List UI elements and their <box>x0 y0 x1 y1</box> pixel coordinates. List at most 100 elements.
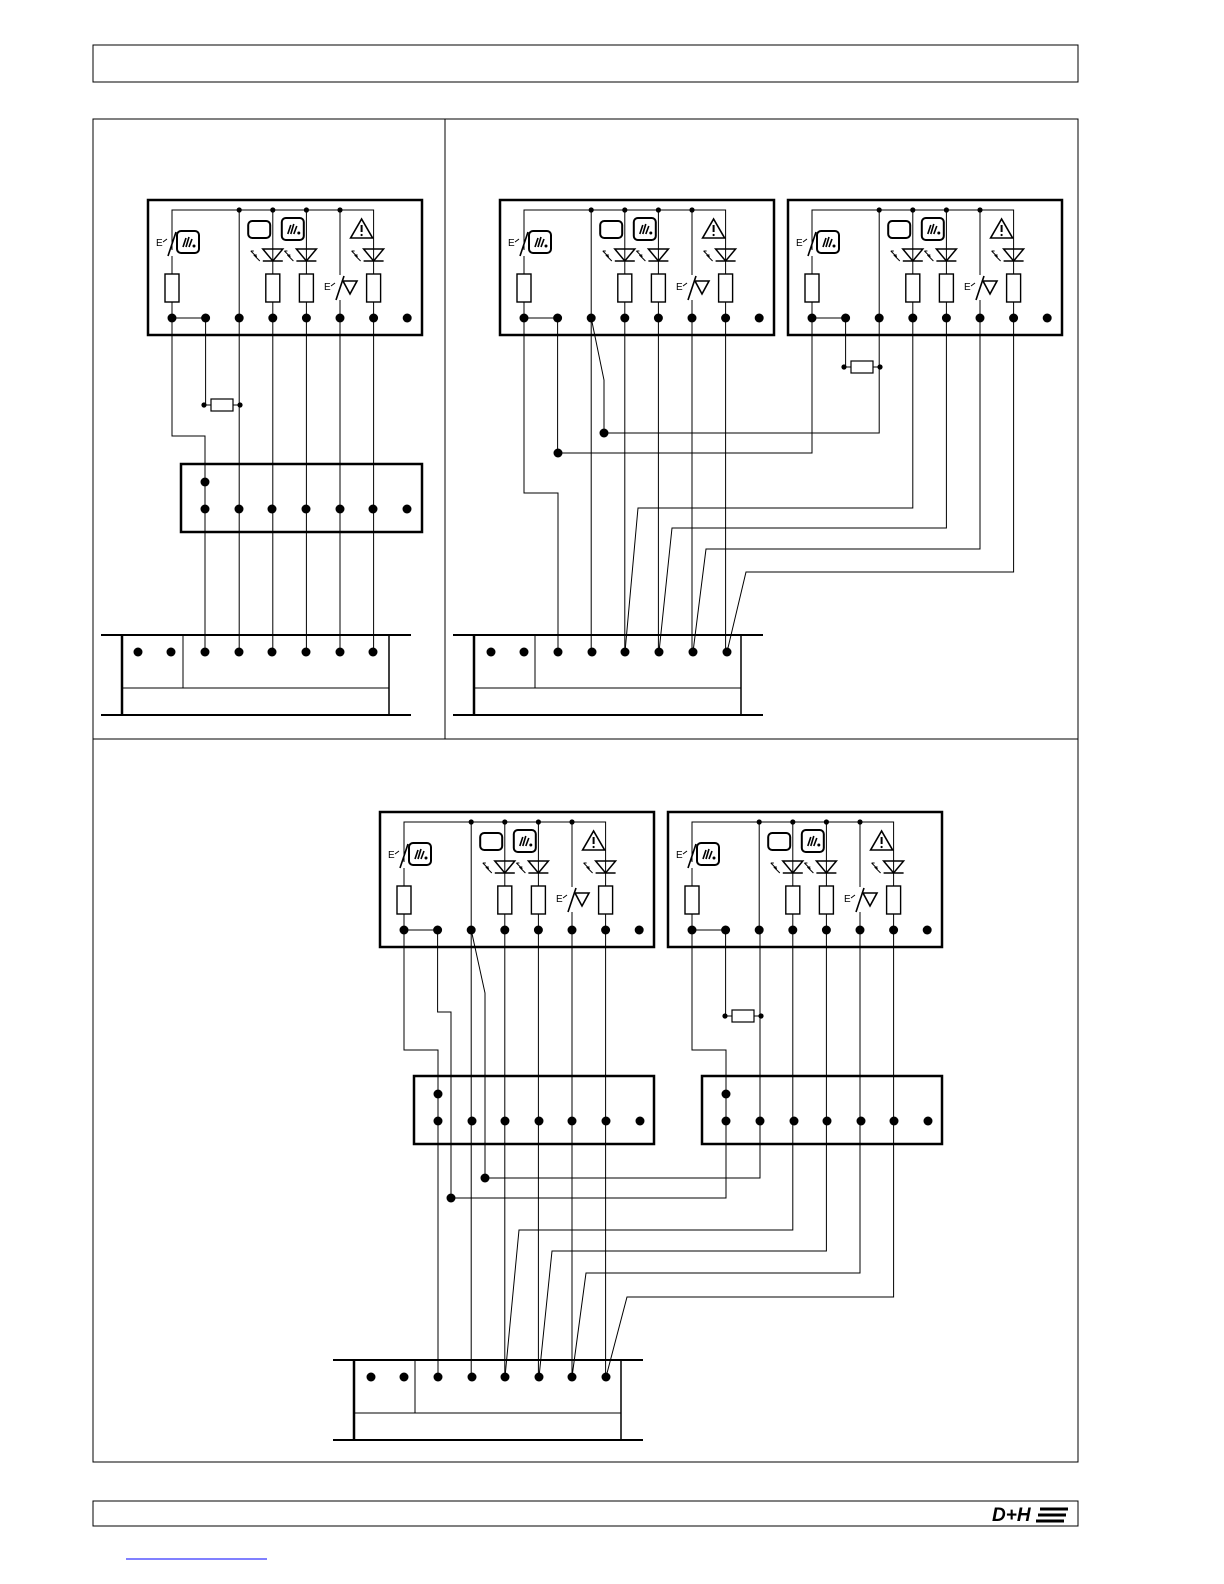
smoke-detector-icon <box>802 830 824 852</box>
wire <box>692 930 726 1095</box>
junction-dot <box>201 505 210 514</box>
button-unit <box>148 200 422 335</box>
junction-dot <box>201 648 210 657</box>
resistor-icon <box>805 274 819 302</box>
indicator-lamp-icon <box>600 221 622 238</box>
led-diode-icon <box>636 249 668 261</box>
switch-e-icon <box>676 844 696 868</box>
led-diode-icon <box>352 249 384 261</box>
junction-dot <box>302 314 311 323</box>
resistor-icon <box>906 274 920 302</box>
junction-dot <box>535 1373 544 1382</box>
led-diode-icon <box>704 249 736 261</box>
junction-dot <box>235 648 244 657</box>
junction-dot <box>601 926 610 935</box>
terminal-block <box>181 464 422 532</box>
junction-dot <box>568 926 577 935</box>
junction-dot <box>890 1117 899 1126</box>
unit-housing <box>380 812 654 947</box>
control-panels-layer <box>101 635 763 1440</box>
terminal-block <box>702 1076 942 1144</box>
junction-dot <box>755 314 764 323</box>
button-units-layer <box>148 200 1062 947</box>
wire <box>451 1095 726 1198</box>
junction-dot <box>635 926 644 935</box>
junction-dot <box>689 207 694 212</box>
junction-dot <box>587 314 596 323</box>
led-diode-icon <box>603 249 635 261</box>
resistor-icon <box>367 274 381 302</box>
junction-dot <box>520 314 529 323</box>
wire <box>404 930 438 1095</box>
junction-dot <box>369 505 378 514</box>
junction-dot <box>588 648 597 657</box>
junction-dot <box>620 314 629 323</box>
junction-dot <box>400 1373 409 1382</box>
junction-dot <box>1043 314 1052 323</box>
junction-dot <box>369 314 378 323</box>
unit-housing <box>500 200 774 335</box>
wire <box>539 930 826 1377</box>
switch-e-icon <box>844 888 864 912</box>
junction-dot <box>270 207 275 212</box>
junction-dot <box>502 819 507 824</box>
fault-triangle-icon <box>343 281 357 294</box>
junction-dot <box>268 648 277 657</box>
led-diode-icon <box>251 249 283 261</box>
junction-dot <box>433 926 442 935</box>
junction-dot <box>568 1117 577 1126</box>
resistor-icon <box>651 274 665 302</box>
junction-dot <box>535 1117 544 1126</box>
junction-dot <box>875 314 884 323</box>
junction-dot <box>924 1117 933 1126</box>
junction-dot <box>790 1117 799 1126</box>
junction-dot <box>977 207 982 212</box>
led-diode-icon <box>516 861 548 873</box>
junction-dot <box>237 207 242 212</box>
wire <box>606 930 894 1377</box>
junction-dot <box>790 819 795 824</box>
led-diode-icon <box>992 249 1024 261</box>
junction-dot <box>602 1373 611 1382</box>
junction-dot <box>434 1090 443 1099</box>
junction-dot <box>336 314 345 323</box>
junction-dot <box>889 926 898 935</box>
junction-dot <box>447 1194 456 1203</box>
switch-e-icon <box>508 232 528 256</box>
junction-dot <box>823 1117 832 1126</box>
fault-triangle-icon <box>863 893 877 906</box>
wire <box>438 930 451 1198</box>
junction-dot <box>134 648 143 657</box>
button-unit <box>380 812 654 947</box>
smoke-detector-icon <box>697 843 719 865</box>
control-panel <box>453 635 763 715</box>
resistor-icon <box>618 274 632 302</box>
wire <box>524 318 558 652</box>
dh-logo: D+H <box>992 1505 1068 1526</box>
led-diode-icon <box>771 861 803 873</box>
warning-triangle-icon <box>583 831 605 850</box>
header-box <box>93 45 1078 82</box>
junction-dot <box>756 1117 765 1126</box>
junction-dot <box>721 926 730 935</box>
junction-dot <box>553 314 562 323</box>
junction-dot <box>788 926 797 935</box>
junction-dot <box>201 314 210 323</box>
resistor-icon <box>397 886 411 914</box>
junction-dot <box>434 1373 443 1382</box>
junction-dot <box>1009 314 1018 323</box>
led-diode-icon <box>584 861 616 873</box>
smoke-detector-icon <box>514 830 536 852</box>
wire <box>659 318 946 652</box>
junction-dot <box>689 648 698 657</box>
junction-dot <box>568 1373 577 1382</box>
junction-dot <box>467 926 476 935</box>
footer-box <box>93 1501 1078 1526</box>
button-unit <box>500 200 774 335</box>
junction-dot <box>336 648 345 657</box>
indicator-lamp-icon <box>888 221 910 238</box>
junction-dot <box>400 926 409 935</box>
resistor-icon <box>498 886 512 914</box>
button-unit <box>668 812 942 947</box>
